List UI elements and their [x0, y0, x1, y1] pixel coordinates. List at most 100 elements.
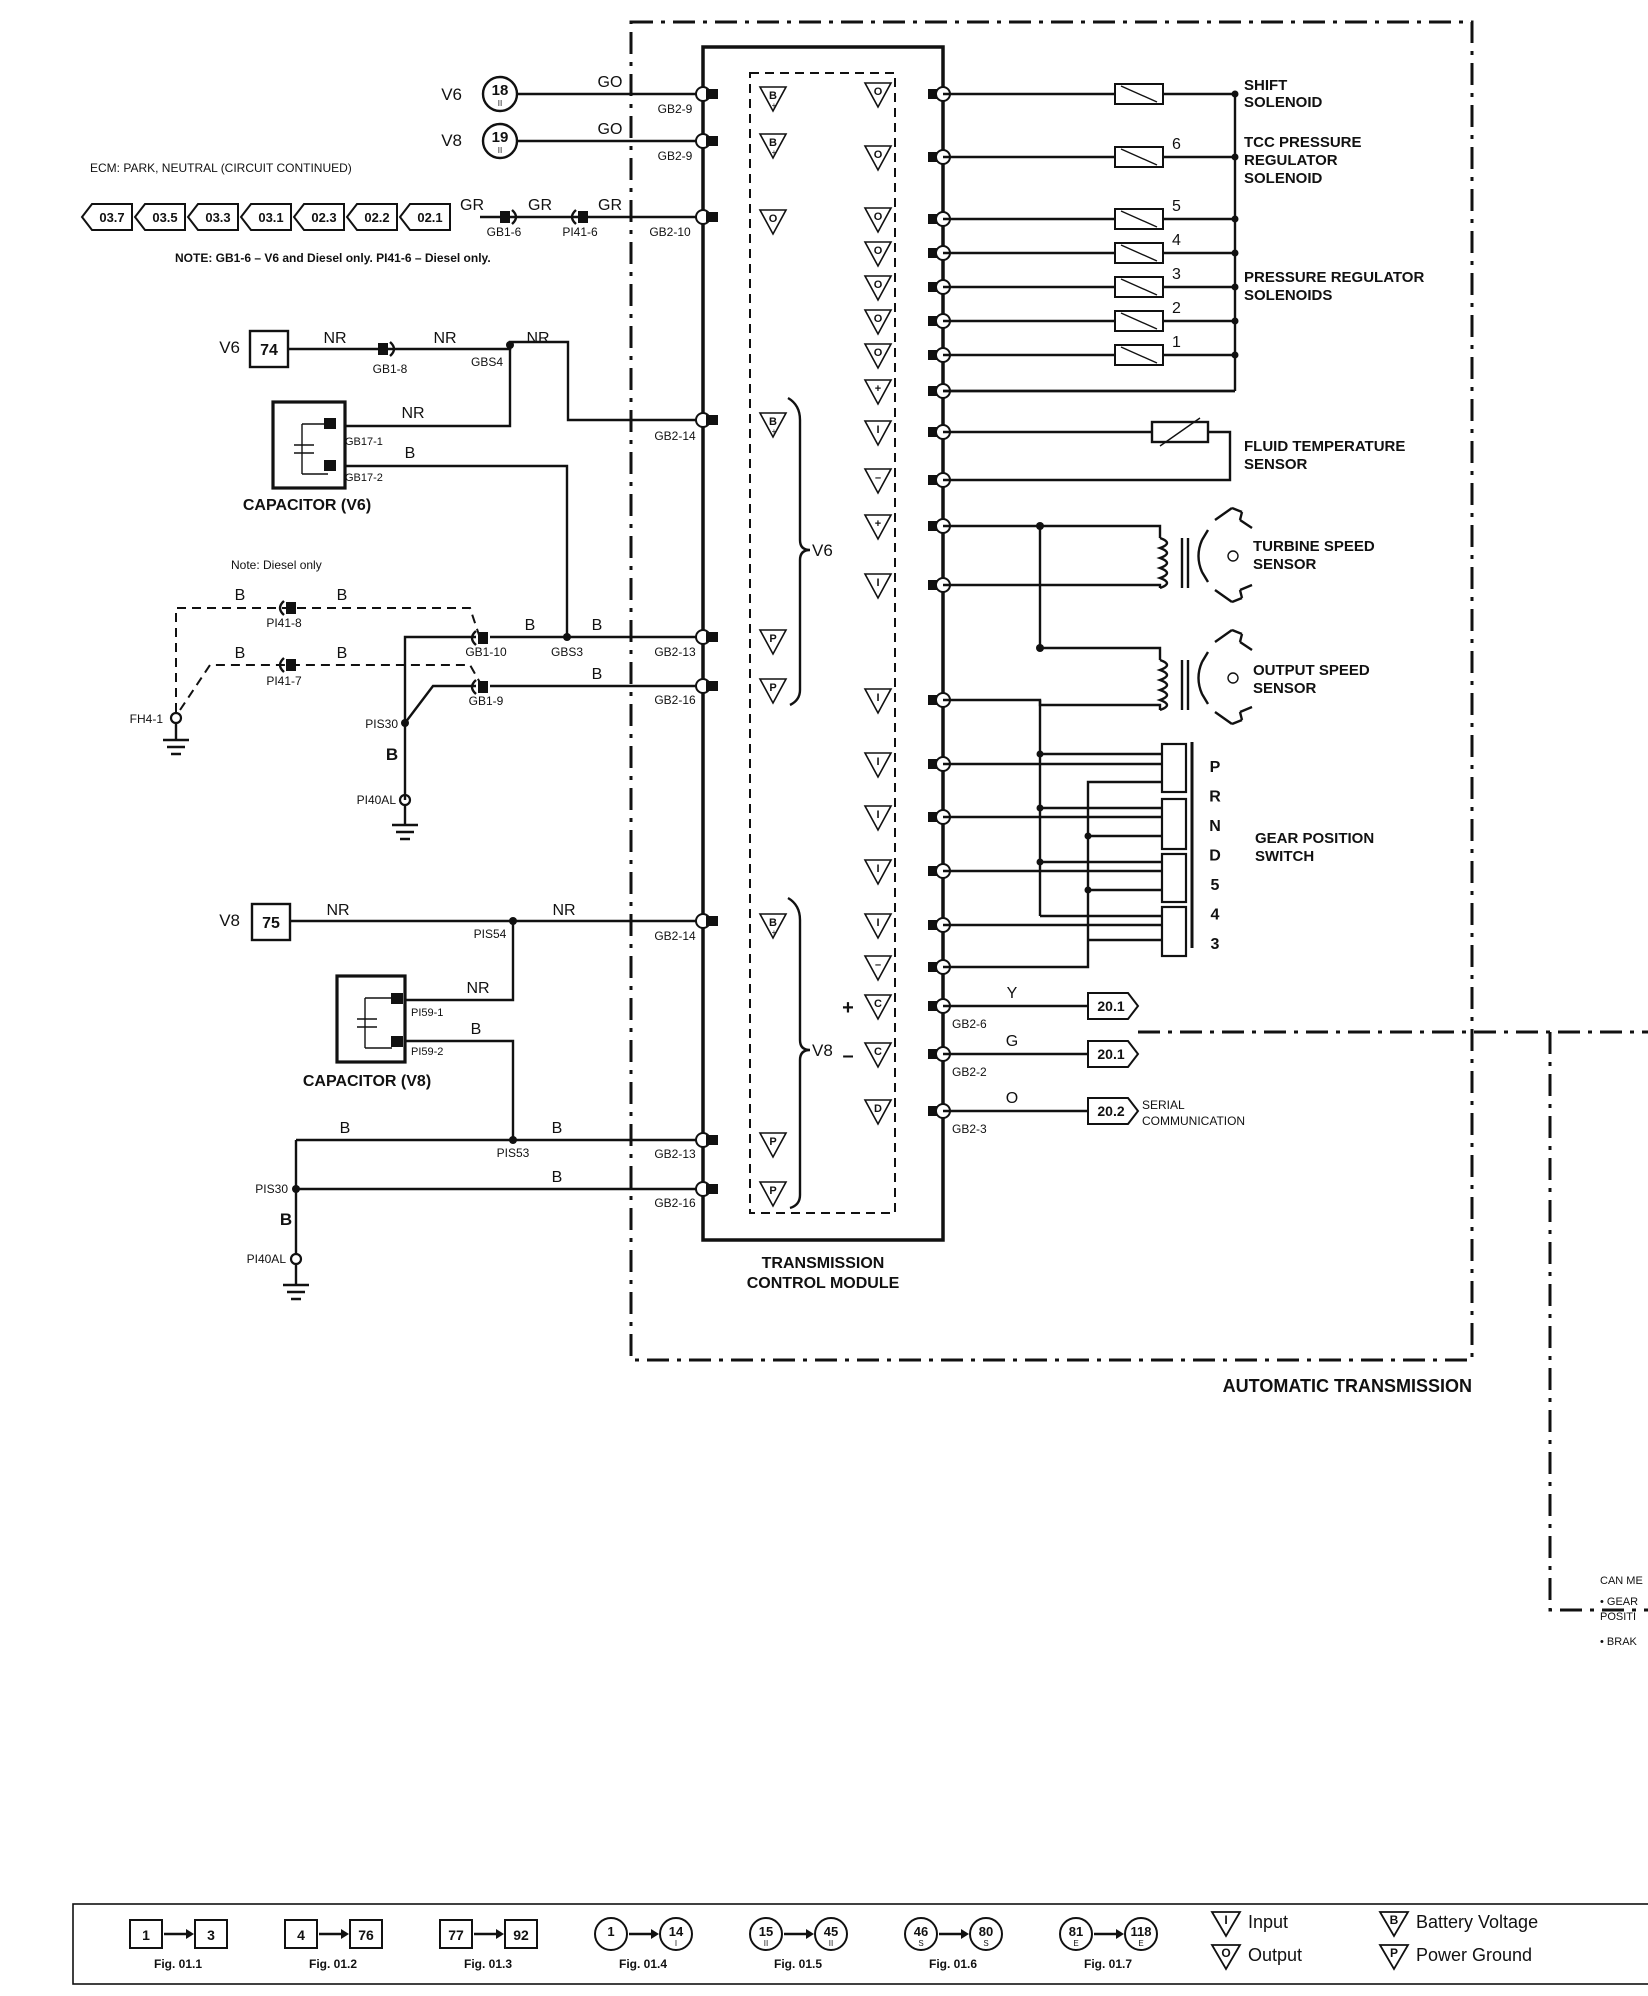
tcm-right-symbol: [863, 420, 893, 447]
tcc-solenoid-l1: TCC PRESSURE: [1244, 134, 1362, 151]
left-pin-group: B+B+OB+PPB+PP: [695, 86, 788, 1208]
can-wire-color: Y: [1007, 985, 1018, 1002]
ecm-ref-arrow: [186, 203, 239, 231]
can-wire-color: G: [1006, 1033, 1018, 1050]
legend-to: 3: [207, 1927, 215, 1943]
legend-symbol-letter: P: [1390, 1946, 1398, 1960]
pressure-solenoid-l1: PRESSURE REGULATOR: [1244, 269, 1424, 286]
splice-pis54-label: PIS54: [474, 927, 507, 941]
tcm-right-symbol: [863, 573, 893, 600]
legend-box-to: [349, 1919, 383, 1949]
legend-sub-to: I: [675, 1939, 677, 1948]
capacitor-v6-symbol: [294, 423, 328, 475]
tcm-right-pin-body: [928, 866, 940, 876]
gear-switch-contact: [1160, 797, 1188, 851]
automatic-transmission-enclosure: [629, 20, 1474, 1362]
legend-arrow-head: [341, 1929, 349, 1939]
gear-switch-splice: [1084, 886, 1092, 894]
tcm-right-pin-body: [928, 316, 940, 326]
tcm-right-symbol: [863, 468, 893, 495]
wire-gr-label-1: GR: [460, 197, 484, 214]
tcc-solenoid-l3: SOLENOID: [1244, 170, 1323, 187]
tcm-right-symbol-letter: D: [874, 1103, 882, 1115]
ground-symbol-v6: [392, 805, 418, 841]
tcm-right-pin-body: [928, 962, 940, 972]
tcm-right-symbol: [863, 752, 893, 779]
tcm-left-pin-body: [706, 136, 718, 146]
splice-pis30-v6: [401, 719, 409, 727]
ecm-ref-label: 03.3: [205, 210, 230, 225]
ecm-ref-label: 03.1: [258, 210, 283, 225]
legend-fig-label: Fig. 01.4: [619, 1957, 667, 1971]
wire-cap-v8-b-label: B: [471, 1021, 482, 1038]
legend-circle-from: [594, 1917, 628, 1951]
ground-fh4-1-label: FH4-1: [130, 712, 164, 726]
capacitor-v6-pin1-label: GB17-1: [345, 436, 383, 448]
tcm-left-symbol-sub: +: [772, 101, 777, 110]
tcm-right-symbol: [863, 955, 893, 982]
pin-gb2-14-v6: GB2-14: [654, 429, 696, 443]
tcm-left-pin-body: [706, 212, 718, 222]
gear-switch-splice: [1036, 858, 1044, 866]
can-bus-drop: [1548, 1032, 1648, 1612]
solenoid-coil-slash: [1120, 346, 1158, 364]
solenoid-coil-slash: [1120, 312, 1158, 330]
can-ref-label: 20.1: [1097, 1046, 1124, 1062]
pin-gb2-13-v8: GB2-13: [654, 1147, 696, 1161]
output-sensor-l1: OUTPUT SPEED: [1253, 662, 1370, 679]
solenoid-number: 3: [1172, 266, 1181, 283]
connector-pi41-6: [578, 211, 588, 223]
tcm-right-symbol: [863, 1099, 893, 1126]
tcm-box: [701, 45, 945, 1242]
tcm-left-symbol-letter: P: [769, 1136, 776, 1148]
can-note-4: • BRAK: [1600, 1636, 1638, 1648]
tcm-left-symbol-sub: +: [772, 928, 777, 937]
tcm-left-symbol: [758, 1181, 788, 1208]
serial-comm-l1: SERIAL: [1142, 1098, 1185, 1112]
wire-b-v6-l1: B: [525, 617, 536, 634]
splice-gbs4-label: GBS4: [471, 355, 503, 369]
legend-sub-to: II: [829, 1939, 833, 1948]
capacitor-v8-symbol: [357, 997, 392, 1049]
engine-label-v8-75: V8: [219, 911, 240, 930]
turbine-reluctor: [1197, 506, 1253, 604]
tcm-right-pin-body: [928, 521, 940, 531]
legend-circle-to: [1124, 1917, 1158, 1951]
legend-to: 80: [979, 1924, 993, 1939]
legend-circle-to: [814, 1917, 848, 1951]
tcm-right-symbol: [863, 514, 893, 541]
tcm-right-symbol: [863, 275, 893, 302]
tcm-left-symbol: [758, 86, 788, 113]
gear-position-letter: N: [1209, 818, 1221, 835]
tcm-left-symbol: [758, 913, 788, 940]
wire-cap-v6-nr: [345, 345, 512, 428]
ecm-ref-arrow: [239, 203, 292, 231]
wire-nr-v8-l1: NR: [326, 902, 349, 919]
tcm-right-symbol-letter: –: [875, 959, 881, 971]
wire-nr-v6: [288, 340, 703, 422]
tcm-right-symbol: [863, 859, 893, 886]
can-ref-label: 20.2: [1097, 1103, 1124, 1119]
fluid-sensor-l1: FLUID TEMPERATURE: [1244, 438, 1405, 455]
ecm-ref-arrow: [398, 203, 451, 231]
tcm-right-symbol-letter: +: [875, 383, 881, 395]
legend-fig-label: Fig. 01.7: [1084, 1957, 1132, 1971]
legend-box-from: [284, 1919, 318, 1949]
wire-nr-v6-l3: NR: [526, 330, 549, 347]
solenoid-coil-slash: [1120, 148, 1158, 166]
tcm-left-symbol-letter: B: [769, 416, 777, 428]
solenoid-coil-slash: [1120, 278, 1158, 296]
wire-cap-v8-nr-label: NR: [466, 980, 489, 997]
can-ref-arrow: [1087, 1040, 1140, 1068]
wire-gr-label-2: GR: [528, 197, 552, 214]
legend-from: 1: [607, 1924, 614, 1939]
can-pin-label: GB2-2: [952, 1065, 987, 1079]
tcm-right-symbol-letter: I: [876, 917, 879, 929]
fuse-box-74-label: 74: [260, 342, 278, 359]
tcm-right-symbol: [863, 145, 893, 172]
ecm-ref-arrow: [345, 203, 398, 231]
tcm-title-1: TRANSMISSION: [762, 1255, 885, 1272]
wire-diesel-1-b2: B: [337, 587, 348, 604]
